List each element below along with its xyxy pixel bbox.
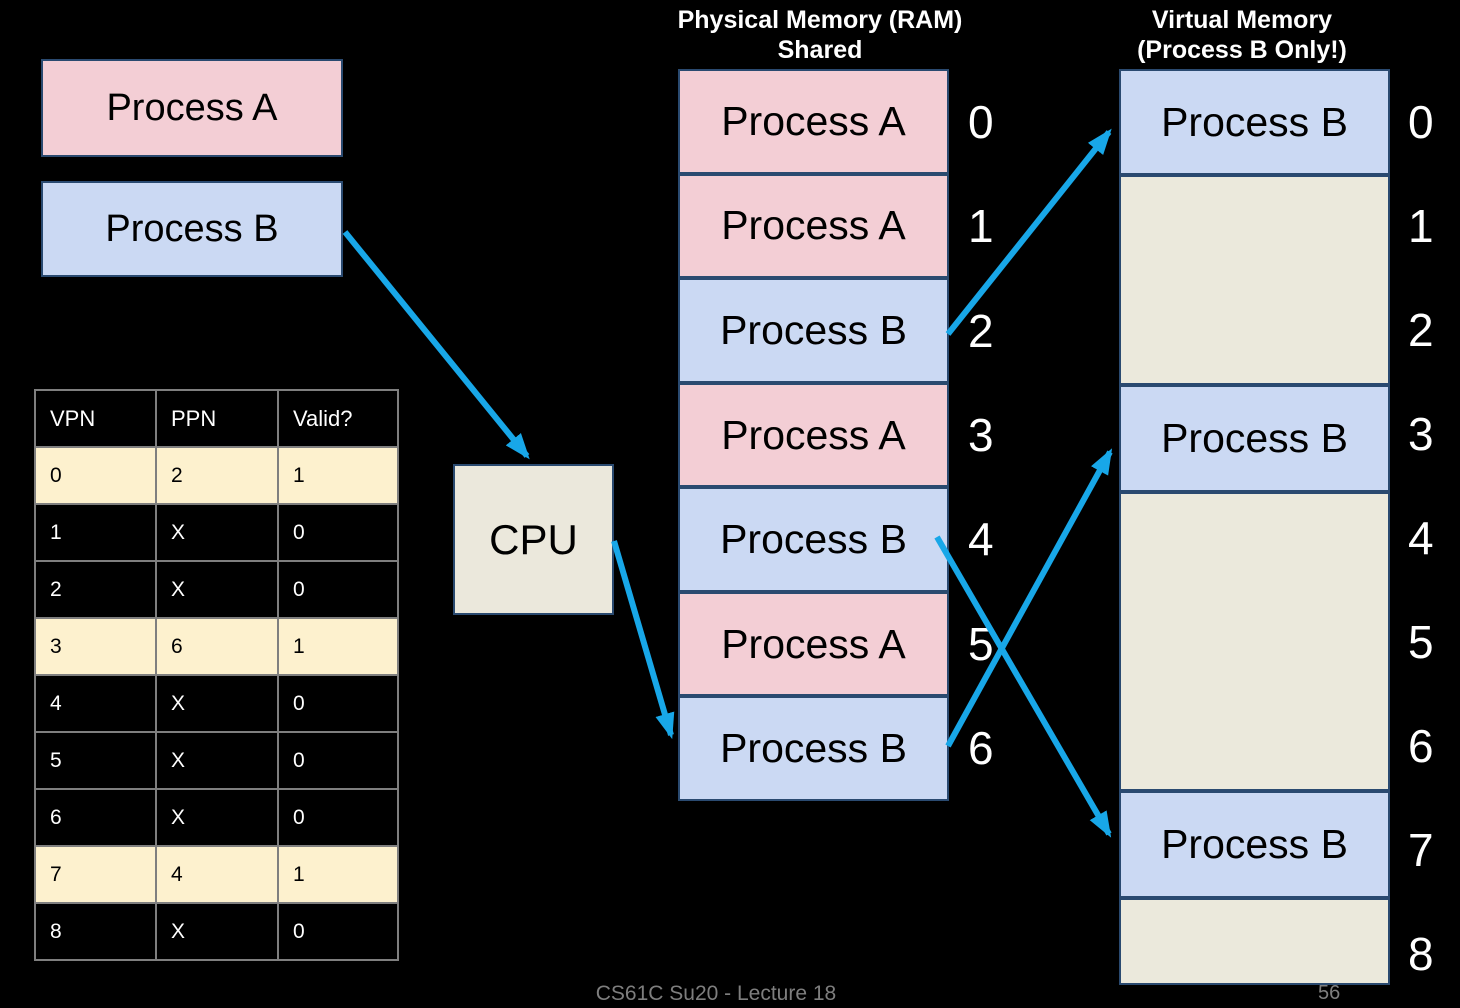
table-row: 3 6 1 — [34, 617, 399, 676]
table-row: 1 X 0 — [34, 503, 399, 562]
table-cell-vpn: 5 — [34, 731, 157, 790]
page-table: VPN PPN Valid? 0 2 1 1 X 0 2 X 0 3 6 1 4… — [34, 389, 399, 961]
footer-text: CS61C Su20 - Lecture 18 — [595, 982, 837, 1005]
process-b-label: Process B — [105, 207, 279, 250]
col-header-ppn: PPN — [155, 389, 279, 448]
table-cell-ppn: 2 — [155, 446, 279, 505]
physical-memory-row: Process A — [678, 69, 949, 174]
virtual-memory-column: Process B Process B Process B — [1119, 69, 1390, 985]
col-header-vpn: VPN — [34, 389, 157, 448]
virtual-index-label: 6 — [1408, 720, 1434, 772]
table-cell-vpn: 0 — [34, 446, 157, 505]
table-cell-valid: 1 — [277, 845, 399, 904]
virtual-index-label: 7 — [1408, 824, 1434, 876]
table-cell-ppn: X — [155, 674, 279, 733]
table-cell-valid: 0 — [277, 902, 399, 961]
table-cell-ppn: X — [155, 503, 279, 562]
table-cell-valid: 1 — [277, 446, 399, 505]
arrow-cpu-to-physical-row-6 — [611, 540, 675, 740]
virtual-memory-block: Process B — [1119, 791, 1390, 898]
physical-index-label: 0 — [968, 96, 994, 148]
virtual-memory-empty-block — [1119, 175, 1390, 385]
physical-memory-column: Process A Process A Process B Process A … — [678, 69, 949, 802]
table-row: 2 X 0 — [34, 560, 399, 619]
col-header-valid: Valid? — [277, 389, 399, 448]
table-cell-ppn: X — [155, 560, 279, 619]
physical-memory-title-line2: Shared — [777, 36, 863, 64]
table-cell-ppn: 6 — [155, 617, 279, 676]
memory-row-label: Process A — [721, 620, 906, 667]
physical-memory-row: Process A — [678, 591, 949, 697]
physical-memory-row: Process A — [678, 173, 949, 279]
memory-row-label: Process A — [721, 97, 906, 144]
table-cell-ppn: X — [155, 902, 279, 961]
physical-index-label: 6 — [968, 722, 994, 774]
cpu-label: CPU — [489, 515, 578, 563]
table-cell-vpn: 2 — [34, 560, 157, 619]
table-row: 7 4 1 — [34, 845, 399, 904]
physical-index-label: 1 — [968, 200, 994, 252]
arrow-physical-6-to-virtual-3 — [945, 448, 1113, 748]
virtual-memory-empty-block — [1119, 898, 1390, 985]
physical-memory-title: Physical Memory (RAM) Shared — [630, 5, 1010, 65]
table-cell-valid: 0 — [277, 503, 399, 562]
table-cell-ppn: 4 — [155, 845, 279, 904]
virtual-index-label: 1 — [1408, 200, 1434, 252]
physical-memory-row: Process B — [678, 487, 949, 592]
table-cell-vpn: 7 — [34, 845, 157, 904]
physical-memory-row: Process B — [678, 278, 949, 383]
virtual-memory-block: Process B — [1119, 69, 1390, 175]
virtual-index-label: 5 — [1408, 616, 1434, 668]
page-table-header-row: VPN PPN Valid? — [34, 389, 399, 448]
table-cell-vpn: 4 — [34, 674, 157, 733]
page-number: 56 — [1318, 982, 1341, 1004]
physical-memory-row: Process B — [678, 696, 949, 802]
memory-row-label: Process B — [720, 725, 907, 772]
arrow-physical-4-to-virtual-7 — [934, 535, 1112, 838]
virtual-memory-title-line1: Virtual Memory — [1151, 6, 1333, 34]
table-row: 8 X 0 — [34, 902, 399, 961]
physical-index-label: 5 — [968, 618, 994, 670]
table-cell-vpn: 8 — [34, 902, 157, 961]
table-cell-ppn: X — [155, 788, 279, 847]
virtual-index-label: 8 — [1408, 928, 1434, 980]
memory-row-label: Process B — [720, 306, 907, 353]
virtual-index-label: 3 — [1408, 408, 1434, 460]
virtual-index-label: 2 — [1408, 304, 1434, 356]
virtual-memory-title-line2: (Process B Only!) — [1137, 36, 1347, 64]
virtual-index-label: 0 — [1408, 96, 1434, 148]
table-cell-valid: 0 — [277, 788, 399, 847]
table-cell-valid: 0 — [277, 731, 399, 790]
table-row: 6 X 0 — [34, 788, 399, 847]
memory-row-label: Process B — [1161, 415, 1348, 461]
table-cell-valid: 0 — [277, 674, 399, 733]
memory-row-label: Process B — [1161, 821, 1348, 867]
physical-memory-row: Process A — [678, 382, 949, 488]
physical-index-label: 4 — [968, 513, 994, 565]
table-cell-vpn: 6 — [34, 788, 157, 847]
memory-row-label: Process A — [721, 202, 906, 249]
physical-index-label: 2 — [968, 305, 994, 357]
memory-row-label: Process B — [1161, 98, 1348, 145]
virtual-memory-title: Virtual Memory (Process B Only!) — [1052, 5, 1432, 65]
table-row: 4 X 0 — [34, 674, 399, 733]
virtual-memory-block: Process B — [1119, 385, 1390, 492]
table-cell-vpn: 3 — [34, 617, 157, 676]
table-row: 0 2 1 — [34, 446, 399, 505]
process-a-box: Process A — [41, 59, 343, 157]
memory-row-label: Process A — [721, 411, 906, 458]
memory-row-label: Process B — [720, 516, 907, 563]
table-cell-ppn: X — [155, 731, 279, 790]
process-a-label: Process A — [106, 86, 278, 129]
table-cell-valid: 1 — [277, 617, 399, 676]
process-b-box: Process B — [41, 181, 343, 277]
cpu-box: CPU — [453, 464, 614, 615]
physical-memory-title-line1: Physical Memory (RAM) — [677, 6, 963, 34]
physical-index-label: 3 — [968, 409, 994, 461]
table-row: 5 X 0 — [34, 731, 399, 790]
virtual-index-label: 4 — [1408, 512, 1434, 564]
table-cell-valid: 0 — [277, 560, 399, 619]
table-cell-vpn: 1 — [34, 503, 157, 562]
virtual-memory-empty-block — [1119, 492, 1390, 791]
